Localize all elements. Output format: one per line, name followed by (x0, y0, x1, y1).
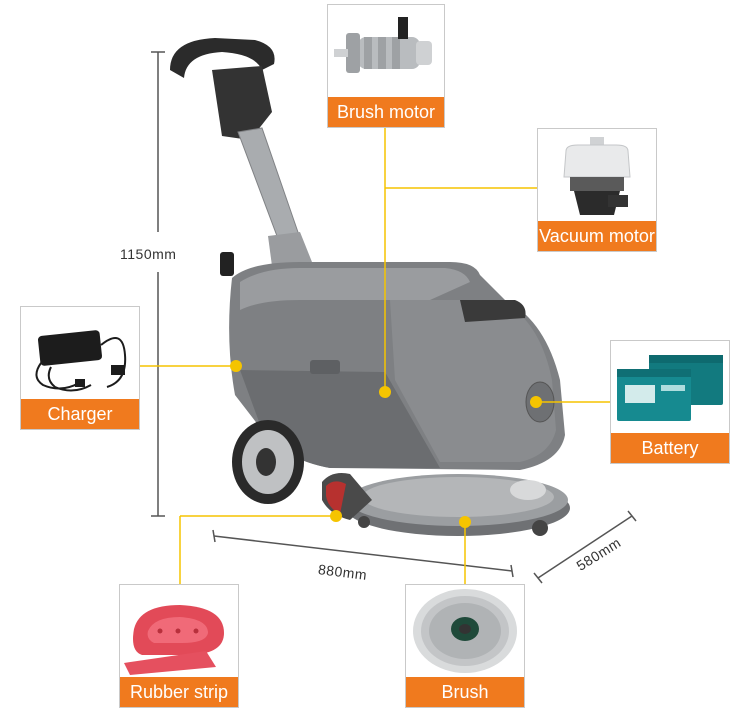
brush-label: Brush (406, 677, 524, 707)
charger-image (35, 330, 127, 392)
brush-card: Brush (405, 584, 525, 708)
brush-image (413, 589, 517, 673)
width-dimension-line (533, 510, 637, 584)
handle-pole (237, 127, 301, 245)
brush-dot (459, 516, 471, 528)
vacuum-motor-label: Vacuum motor (538, 221, 656, 251)
brush-motor-dot (379, 386, 391, 398)
battery-label: Battery (611, 433, 729, 463)
length-dimension-line (212, 529, 514, 578)
rear-wheel (232, 420, 304, 504)
battery-image (617, 355, 723, 421)
rubber-strip-label: Rubber strip (120, 677, 238, 707)
brush-deck (346, 474, 570, 536)
brush-motor-label: Brush motor (328, 97, 444, 127)
rubber-strip-card: Rubber strip (119, 584, 239, 708)
battery-card: Battery (610, 340, 730, 464)
battery-dot (530, 396, 542, 408)
vacuum-motor-image (563, 137, 631, 215)
handle-grip (170, 38, 275, 78)
rubber-strip-dot (330, 510, 342, 522)
leader-dots (230, 360, 542, 528)
height-label: 1150mm (120, 246, 177, 262)
brush-motor-card: Brush motor (327, 4, 445, 128)
handle-neck (212, 66, 272, 140)
brush-motor-image (334, 17, 432, 73)
charger-dot (230, 360, 242, 372)
charger-card: Charger (20, 306, 140, 430)
vacuum-motor-card: Vacuum motor (537, 128, 657, 252)
charger-label: Charger (21, 399, 139, 429)
height-dimension-line (151, 51, 165, 517)
rubber-strip-image (124, 605, 224, 675)
